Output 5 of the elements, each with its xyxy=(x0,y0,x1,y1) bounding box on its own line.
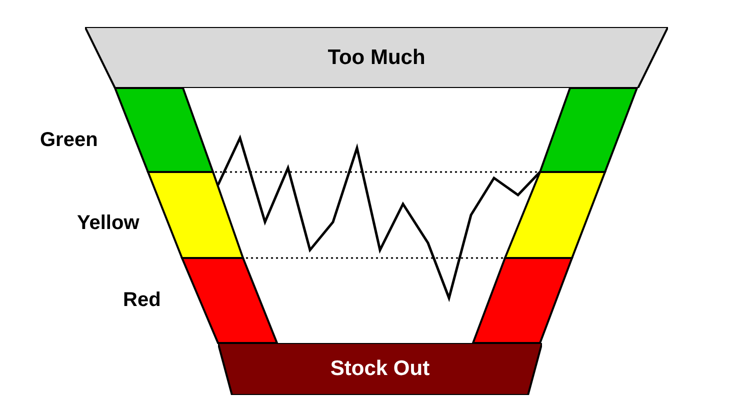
zone-label: Yellow xyxy=(77,212,140,235)
zone-label: Green xyxy=(40,129,98,152)
band-label: Stock Out xyxy=(330,357,430,381)
zone-label: Red xyxy=(123,289,161,312)
band-label: Too Much xyxy=(328,46,426,70)
